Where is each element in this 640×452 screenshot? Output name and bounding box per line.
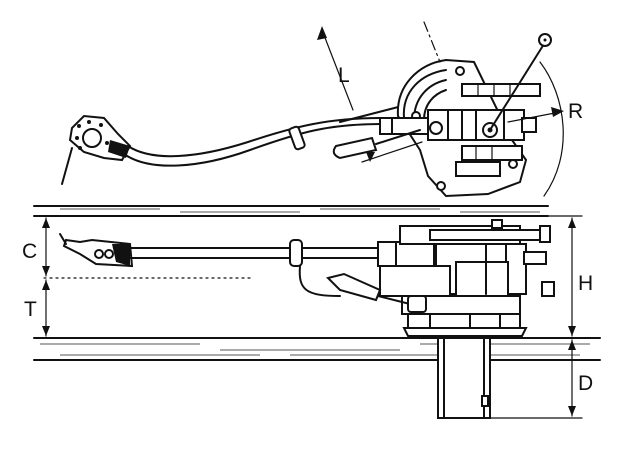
side-platter-band [33,205,549,217]
top-arrow-R: R [507,61,583,197]
top-arrow-L: L [317,26,354,111]
dim-H: H [547,215,593,337]
top-arm-tube [123,103,411,167]
side-pivot-assembly [377,219,555,337]
top-view: L [61,21,583,198]
label-R: R [568,100,583,123]
top-axis-lines [361,21,441,163]
side-view: C T H D [22,205,601,419]
dim-C: C [22,217,50,277]
top-headshell [61,114,132,185]
side-cue-lever [326,272,427,313]
side-base-housing [437,337,491,419]
label-L: L [338,64,350,87]
side-mount-board [33,337,601,361]
dim-D: D [489,339,593,419]
top-arm-lift [332,109,537,160]
label-T: T [24,298,37,321]
label-D: D [578,372,593,395]
label-H: H [578,272,593,295]
top-antiskate-lever [489,33,552,131]
dim-T: T [24,279,50,337]
label-C: C [22,240,37,263]
side-headshell [59,233,134,268]
side-arm-tube [129,239,381,297]
